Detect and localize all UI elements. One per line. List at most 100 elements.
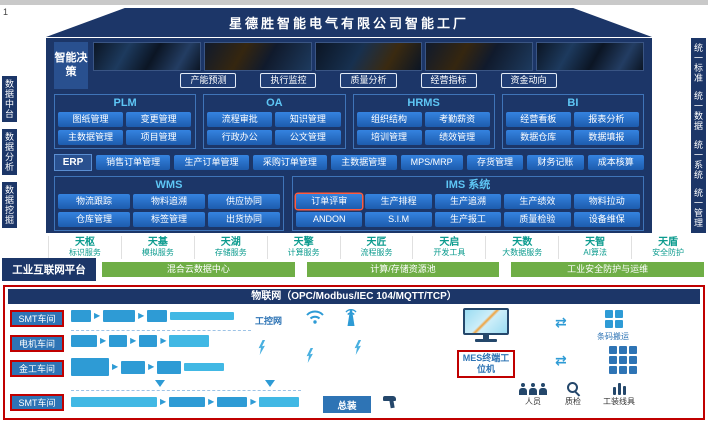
inspection-group: 质检 [565,382,581,407]
service-name: 天擎 [293,237,314,248]
smt-line-graphics: ▶ ▶ [71,310,235,322]
flow-arrow-icon: ▶ [160,397,167,406]
machine-block [217,397,248,407]
workshop-label: 金工车间 [10,360,64,377]
module-group: PLM 图纸管理变更管理主数据管理项目管理 [54,94,197,149]
flow-arrow-icon: ▶ [130,336,137,345]
erp-item-tile: 财务记账 [527,155,584,170]
pallet-grid-icon [609,346,637,374]
metalwork-line-graphics: ▶ ▶ [71,358,225,376]
wms-item-tile: 物流跟踪 [58,194,130,209]
platform-service: 天盾 安全防护 [631,236,704,259]
wms-item-tile: 出货协同 [207,212,280,227]
module-item-tile: 考勤薪资 [424,112,490,127]
ims-item-tile: 设备维保 [573,212,640,227]
service-desc: 大数据服务 [502,248,543,257]
left-rail-label: 数据中台 [2,76,17,122]
flow-dash-line [71,390,301,391]
motor-line-graphics: ▶ ▶ ▶ [71,335,210,347]
module-items: 经营看板报表分析数据仓库数据填报 [505,112,640,145]
flow-arrow-icon: ▶ [138,311,145,320]
assembly-line-graphics: ▶ ▶ ▶ [71,397,300,407]
flow-arrow-icon: ▶ [208,397,215,406]
workshop-label: 电机车间 [10,335,64,352]
platform-service: 天匠 流程服务 [339,236,413,259]
wms-box: WMS 物流跟踪物料追溯供应协同仓库管理标签管理出货协同 [54,176,284,231]
ims-item-tile: 生产排程 [365,194,432,209]
module-item-tile: 知识管理 [275,112,341,127]
erp-item-tile: 采购订单管理 [252,155,328,170]
dashboard-screenshot [93,42,201,71]
service-desc: 计算服务 [287,248,320,257]
execution-systems: WMS 物流跟踪物料追溯供应协同仓库管理标签管理出货协同 IMS 系统 订单评审… [54,176,644,231]
page-number: 1 [3,7,9,17]
personnel-group: 人员 [519,382,547,407]
inspection-label: 质检 [565,397,581,406]
service-name: 天数 [512,237,533,248]
down-arrow-icon [155,380,165,387]
machine-block [71,310,91,322]
service-name: 天启 [439,237,460,248]
barcode-handling-label: 条码搬运 [597,332,629,341]
resource-bar: 混合云数据中心 [102,262,295,277]
right-rail-label: 统一标准 [693,43,703,83]
tooling-group: 工装线具 [603,382,635,407]
service-name: 天盾 [658,237,679,248]
module-item-tile: 培训管理 [356,130,422,145]
machine-block [157,360,182,374]
platform-service: 天湖 存储服务 [193,236,267,259]
conveyor-block [71,397,157,407]
erp-item-tile: 生产订单管理 [174,155,249,170]
module-group: HRMS 组织结构考勤薪资培训管理绩效管理 [352,94,495,149]
flow-dash-line [71,330,251,331]
erp-item-tile: MPS/MRP [400,155,463,170]
tooling-label: 工装线具 [603,397,635,406]
iot-zone: 物联网（OPC/Modbus/IEC 104/MQTT/TCP） SMT车间 电机… [3,285,705,420]
monitor-base-icon [475,339,497,342]
iot-protocol-header: 物联网（OPC/Modbus/IEC 104/MQTT/TCP） [8,289,700,304]
service-desc: 流程服务 [360,248,393,257]
barcode-scanner-icon [383,394,397,410]
flow-arrow-icon: ▶ [100,336,107,345]
transfer-arrows-icon: ⇄ [555,352,567,368]
module-item-tile: 报表分析 [573,112,639,127]
right-rail: 统一标准统一数据统一系统统一管理 [691,38,706,233]
module-item-tile: 组织结构 [356,112,422,127]
left-rail-label: 数据分析 [2,129,17,175]
workshop-label: SMT车间 [10,394,64,411]
module-item-tile: 变更管理 [126,112,192,127]
module-item-tile: 绩效管理 [424,130,490,145]
erp-label: ERP [54,154,92,171]
ims-item-tile: 生产绩效 [504,194,571,209]
module-item-tile: 主数据管理 [58,130,124,145]
machine-block [109,335,128,347]
architecture-panel: 智能决策 产能预测执行监控质量分析经营指标资金动向 PLM 图纸管理变更管理主数… [46,38,652,233]
decision-main: 产能预测执行监控质量分析经营指标资金动向 [93,42,644,89]
final-assembly-label: 总装 [323,396,371,413]
decision-metric-button: 资金动向 [500,73,557,88]
dashboard-screens [93,42,644,71]
service-name: 天湖 [220,237,241,248]
platform-service: 天启 开发工具 [412,236,485,259]
service-desc: 标识服务 [68,248,101,257]
monitor-screen-icon [463,308,509,335]
service-name: 天匠 [366,237,387,248]
module-items: 图纸管理变更管理主数据管理项目管理 [58,112,192,145]
decision-buttons: 产能预测执行监控质量分析经营指标资金动向 [93,73,644,88]
module-group: OA 流程审批知识管理行政办公公文管理 [203,94,346,149]
dashboard-screenshot [314,42,423,71]
module-name: BI [567,97,579,109]
module-item-tile: 行政办公 [207,130,273,145]
transfer-arrows-icon: ⇄ [555,314,567,330]
platform-service: 天数 大数据服务 [485,236,558,259]
module-item-tile: 经营看板 [505,112,571,127]
tools-icon [612,382,626,395]
decision-metric-button: 质量分析 [340,73,397,88]
module-item-tile: 公文管理 [275,130,341,145]
flow-arrow-icon: ▶ [94,311,101,320]
module-items: 组织结构考勤薪资培训管理绩效管理 [356,112,491,145]
ims-item-tile: ANDON [296,212,363,227]
resource-bars: 混合云数据中心计算/存储资源池工业安全防护与运维 [102,262,705,277]
module-group: BI 经营看板报表分析数据仓库数据填报 [501,94,644,149]
